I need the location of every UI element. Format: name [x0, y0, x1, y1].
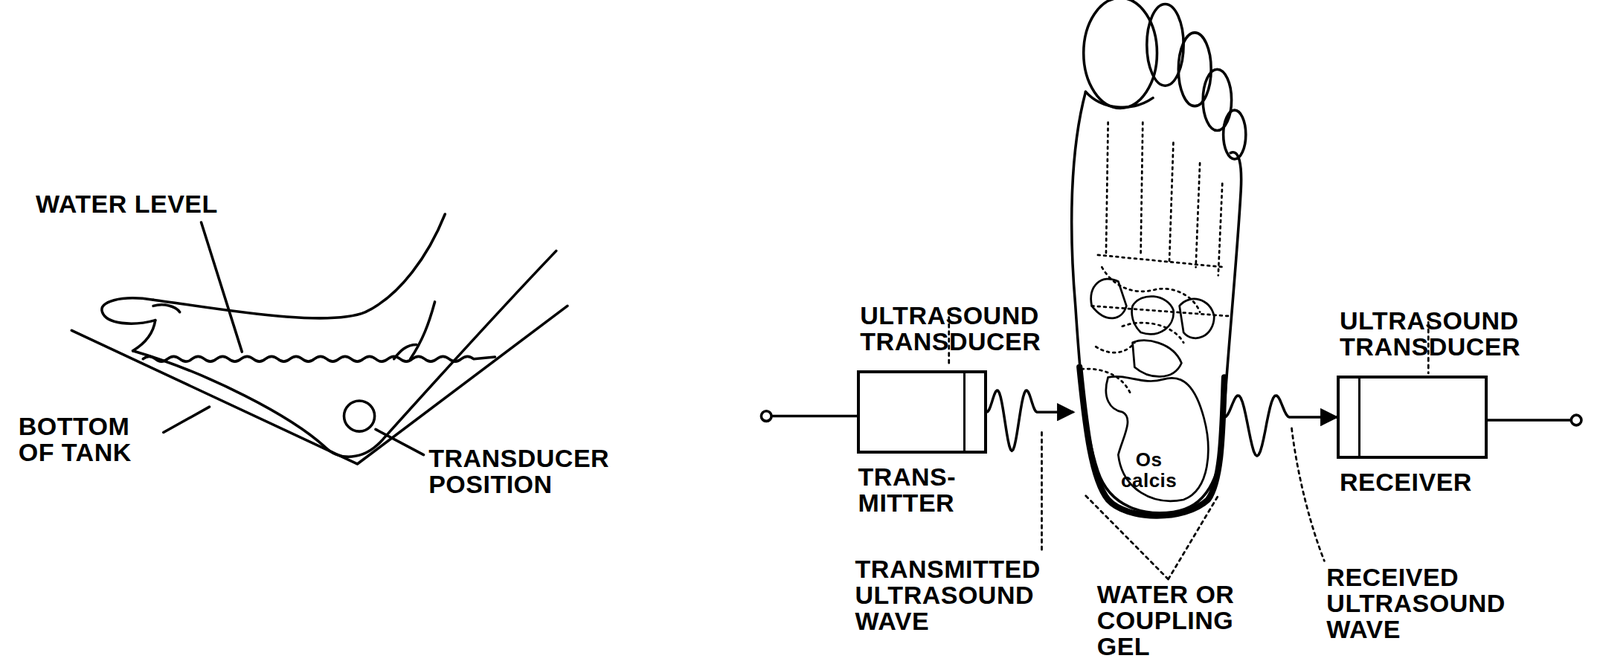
toe-underside: [133, 320, 156, 352]
toe: [101, 298, 156, 324]
side-view-foot: [71, 214, 567, 465]
sole-heel: [133, 250, 557, 457]
leader-line: [163, 406, 210, 433]
toe: [1178, 32, 1211, 107]
leader-line: [1040, 432, 1043, 551]
leader-line: [200, 222, 242, 352]
foot-outline: [1071, 91, 1242, 513]
ankle-line: [410, 301, 436, 360]
heel-pad: [1079, 367, 1225, 517]
callout-label: WATER LEVEL: [35, 191, 218, 218]
water-marker: [394, 345, 417, 360]
toe: [1202, 69, 1232, 131]
os-calcis-outline: [1106, 376, 1208, 501]
callout-label: RECEIVED ULTRASOUND WAVE: [1326, 564, 1505, 643]
ultrasound-wave-arrow: [1224, 395, 1337, 456]
tank-outline: [71, 305, 567, 465]
foot-top: [153, 214, 445, 319]
transducer-face: [963, 373, 966, 451]
callout-label: WATER OR COUPLING GEL: [1097, 581, 1243, 660]
ultrasound-wave-arrow: [987, 390, 1075, 451]
callout-label: TRANSMITTED ULTRASOUND WAVE: [855, 556, 1041, 635]
wire: [771, 415, 857, 419]
part-heading: ULTRASOUND TRANSDUCER: [859, 302, 1064, 355]
transducer-position-circle: [343, 400, 375, 432]
transducer-box: ULTRASOUND TRANSDUCERRECEIVER: [1336, 375, 1488, 459]
bone-outlines: [1091, 278, 1215, 502]
leader-line: [375, 429, 424, 455]
foot-bones: [1081, 122, 1230, 395]
part-label: TRANS- MITTER: [858, 464, 956, 517]
transducer-face: [1358, 378, 1361, 456]
toenail: [153, 304, 181, 313]
part-label: RECEIVER: [1339, 469, 1473, 496]
top-view-foot: [760, 0, 1582, 580]
part-heading: ULTRASOUND TRANSDUCER: [1339, 307, 1544, 361]
toe-crease: [1085, 91, 1153, 108]
terminal: [760, 411, 772, 422]
leader-line: [1292, 428, 1325, 561]
transducer-box: ULTRASOUND TRANSDUCERTRANS- MITTER: [856, 370, 987, 454]
leader-line: [1085, 495, 1218, 579]
callout-label: TRANSDUCER POSITION: [428, 445, 610, 498]
wire: [1487, 418, 1571, 422]
terminal: [1570, 415, 1582, 426]
foot-region: Os calcis: [1073, 101, 1225, 516]
water-level-line: [142, 356, 495, 362]
callout-label: BOTTOM OF TANK: [18, 413, 149, 466]
bone-label: Os calcis: [1120, 449, 1177, 491]
